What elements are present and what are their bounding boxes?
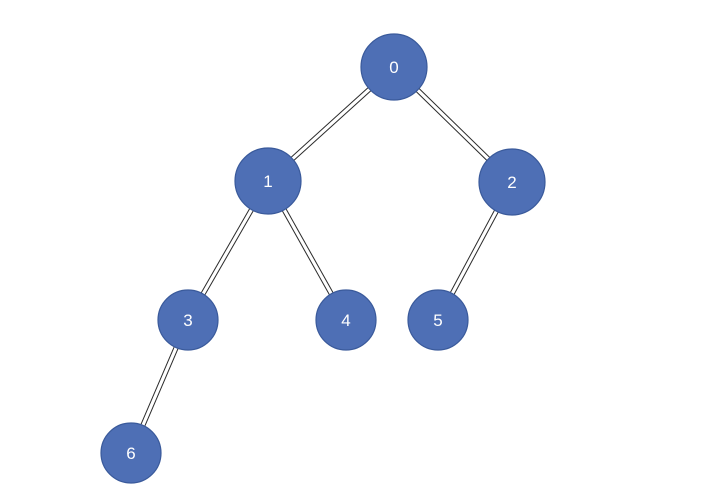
graph-node[interactable]: 1 bbox=[234, 147, 302, 215]
node-circle[interactable] bbox=[157, 289, 219, 351]
graph-node[interactable]: 4 bbox=[315, 289, 377, 351]
node-circle[interactable] bbox=[407, 289, 469, 351]
node-circle[interactable] bbox=[478, 148, 546, 216]
node-circle[interactable] bbox=[100, 422, 162, 484]
node-circle[interactable] bbox=[315, 289, 377, 351]
node-circle[interactable] bbox=[234, 147, 302, 215]
graph-node[interactable]: 2 bbox=[478, 148, 546, 216]
graph-node[interactable]: 6 bbox=[100, 422, 162, 484]
graph-node[interactable]: 0 bbox=[360, 33, 428, 101]
graph-node[interactable]: 3 bbox=[157, 289, 219, 351]
node-circle[interactable] bbox=[360, 33, 428, 101]
graph-node[interactable]: 5 bbox=[407, 289, 469, 351]
